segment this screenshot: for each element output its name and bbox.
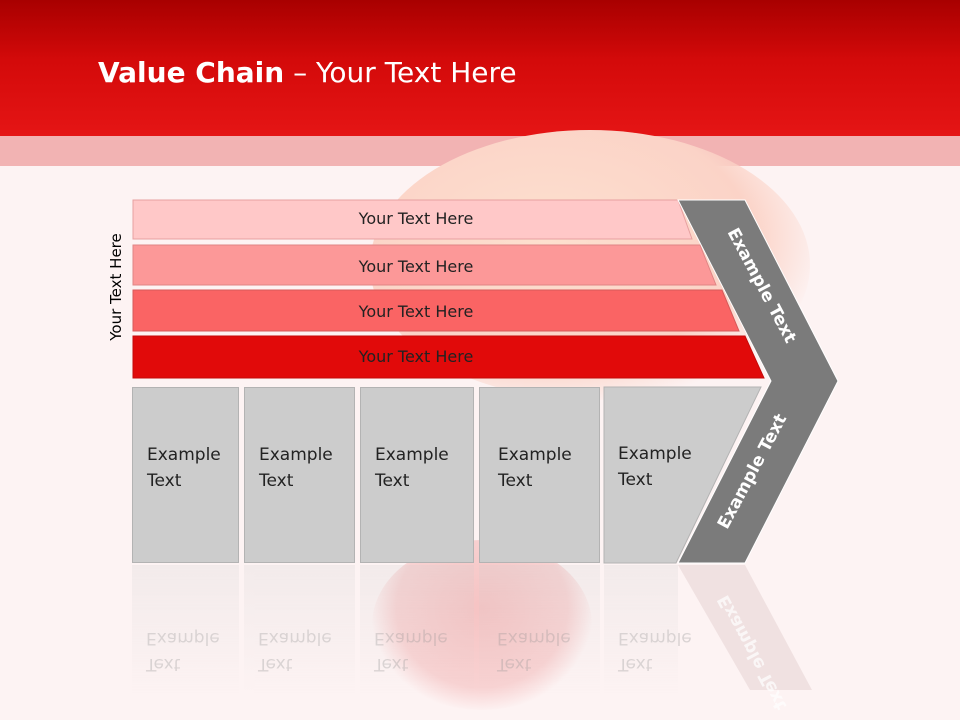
- cell-1-reflection-line1: Example: [146, 628, 220, 648]
- cell-4-reflection-line2: Text: [497, 654, 532, 674]
- cell-3-reflection: Text Example: [360, 565, 474, 695]
- cell-2-reflection: Text Example: [244, 565, 355, 695]
- bar-2-label: Your Text Here: [358, 257, 474, 276]
- cell-4-reflection-line1: Example: [497, 628, 571, 648]
- bar-1-label: Your Text Here: [358, 209, 474, 228]
- cell-5-reflection-line1: Example: [618, 628, 692, 648]
- chevron-arrow: [677, 199, 839, 564]
- cell-1-line1: Example: [147, 445, 221, 465]
- cell-2-line2: Text: [259, 471, 294, 491]
- cell-5-reflection-line2: Text: [618, 654, 653, 674]
- cell-3-reflection-line2: Text: [374, 654, 409, 674]
- cell-4-line1: Example: [498, 445, 572, 465]
- chevron-reflection: [678, 565, 812, 690]
- bar-1: [132, 199, 693, 240]
- page-title: Value Chain – Your Text Here: [98, 56, 517, 89]
- cell-5-line1: Example: [618, 444, 692, 464]
- cell-1-reflection: Text Example: [132, 565, 239, 695]
- bar-3: [132, 289, 740, 332]
- cell-2-reflection-line1: Example: [258, 628, 332, 648]
- cell-5-line2: Text: [618, 470, 653, 490]
- cell-1-reflection-line2: Text: [146, 654, 181, 674]
- cell-5-reflection: Text Example: [604, 565, 692, 695]
- cell-2-line1: Example: [259, 445, 333, 465]
- cell-4-reflection: Text Example: [479, 565, 600, 695]
- bar-3-label: Your Text Here: [358, 302, 474, 321]
- cell-1-line2: Text: [147, 471, 182, 491]
- title-bold: Value Chain: [98, 56, 285, 89]
- background-image-lower: [372, 540, 592, 710]
- bar-4-label: Your Text Here: [358, 347, 474, 366]
- bar-4: [132, 335, 765, 379]
- cell-3-reflection-line1: Example: [374, 628, 448, 648]
- cell-3-line1: Example: [375, 445, 449, 465]
- cell-3-line2: Text: [375, 471, 410, 491]
- bar-2: [132, 244, 717, 286]
- header-banner: [0, 0, 960, 136]
- cell-4-line2: Text: [498, 471, 533, 491]
- cell-2-reflection-line2: Text: [258, 654, 293, 674]
- title-rest: – Your Text Here: [284, 56, 517, 89]
